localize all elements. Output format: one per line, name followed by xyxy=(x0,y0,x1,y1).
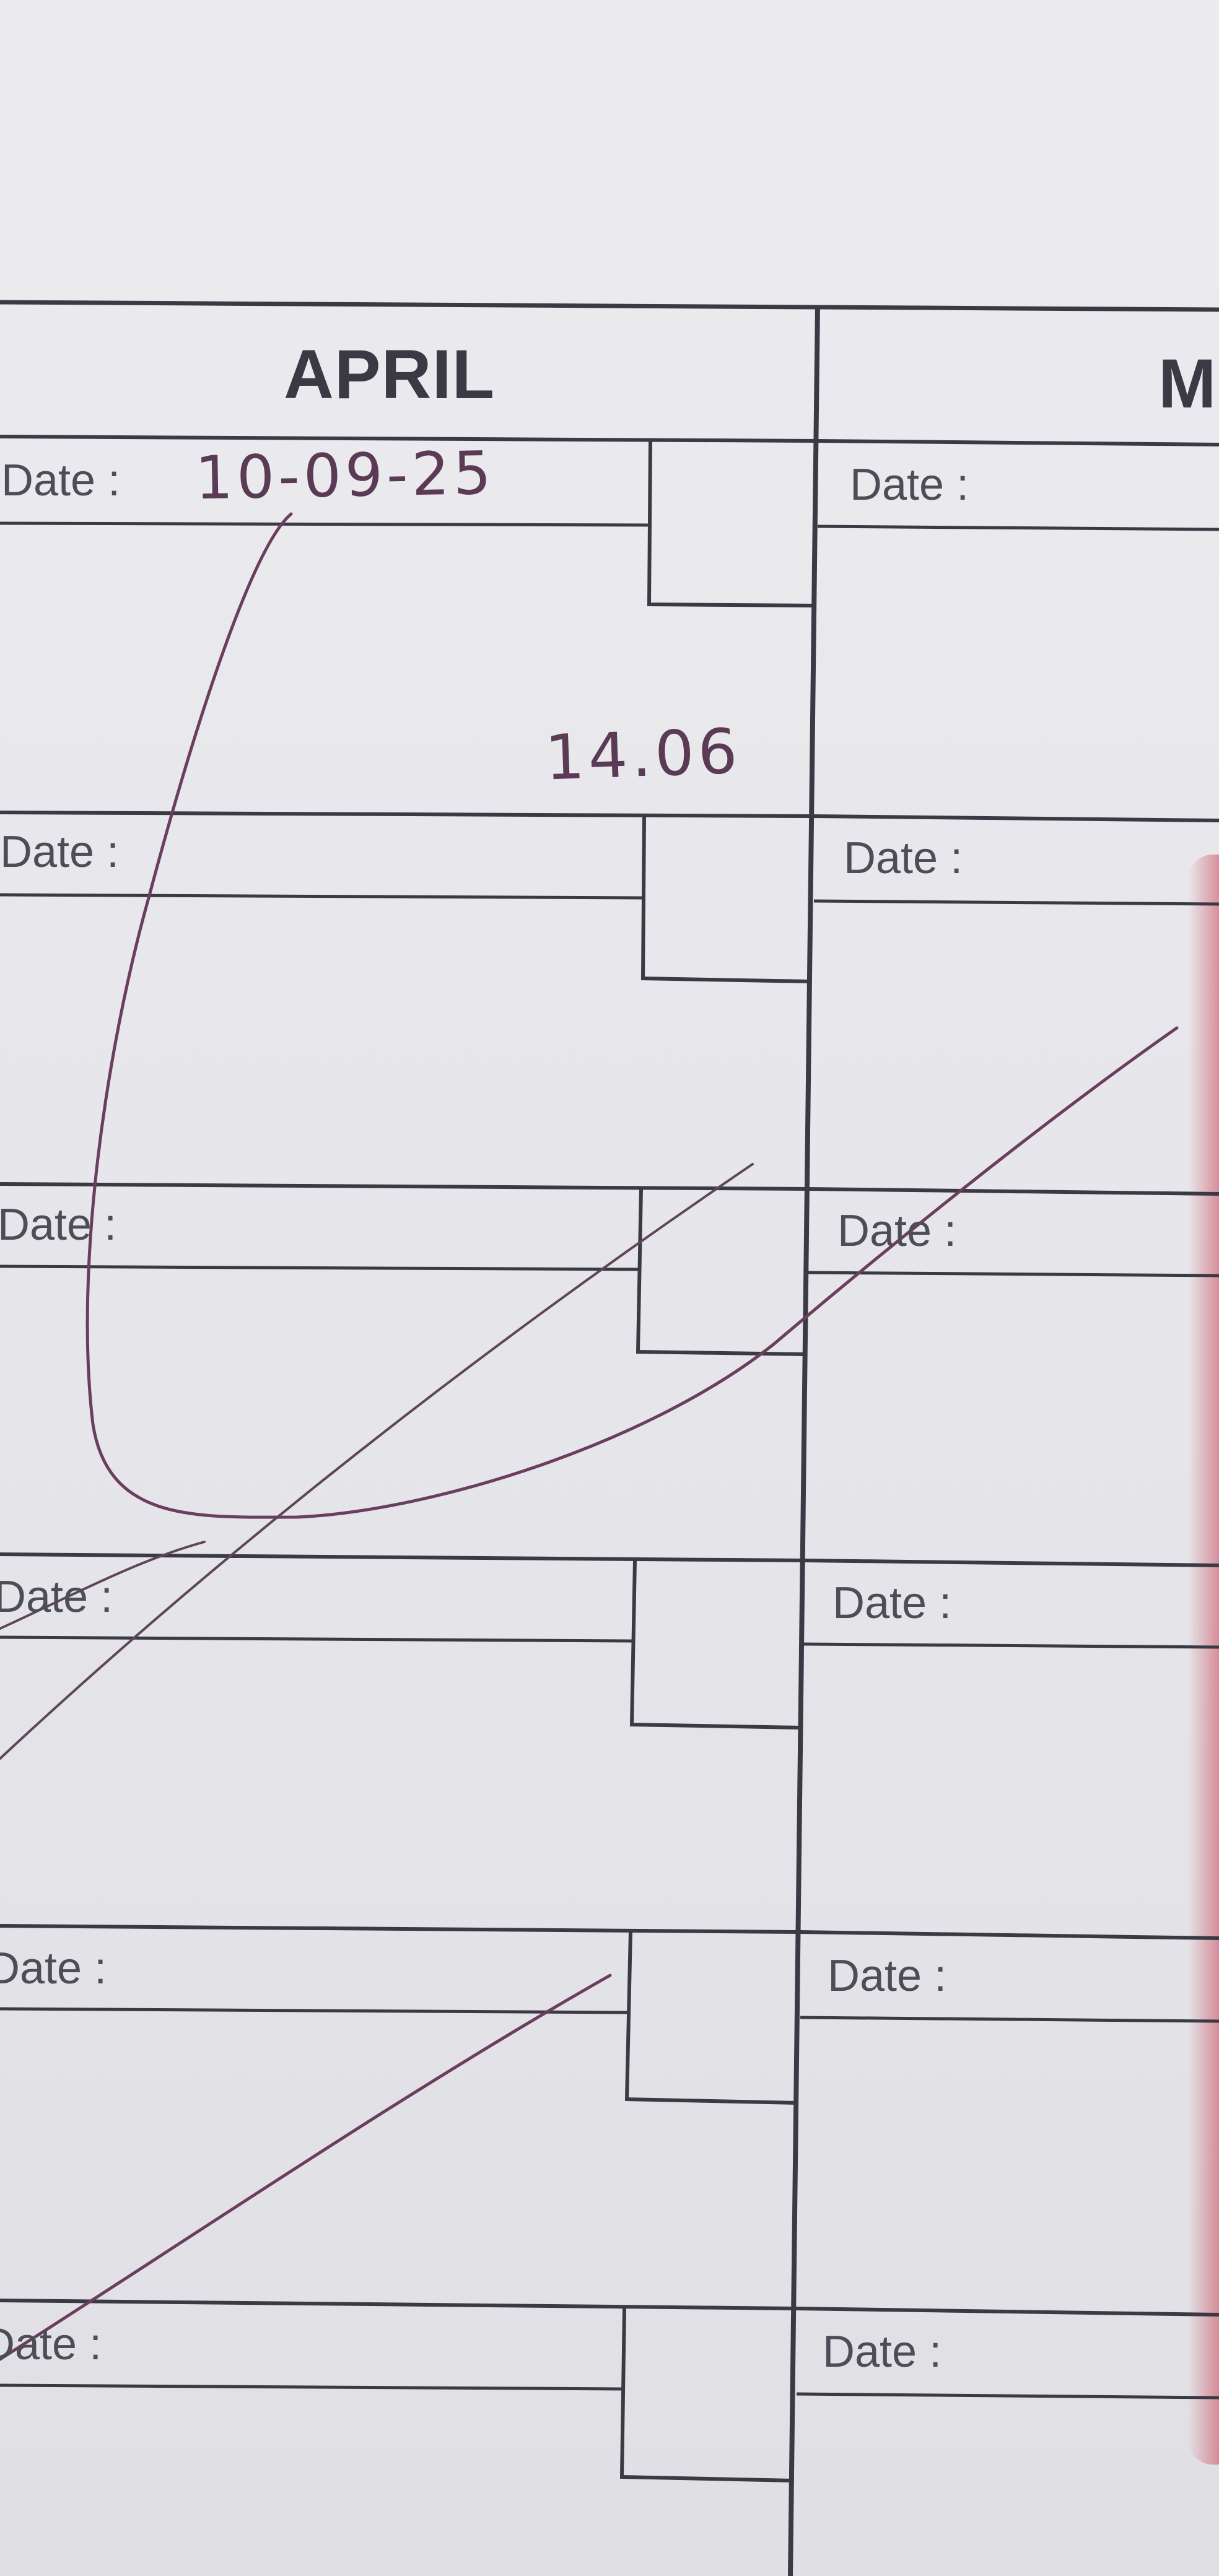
left-row-6 xyxy=(0,2299,797,2482)
pen-loop-stroke xyxy=(85,512,1179,1519)
column-divider xyxy=(788,306,820,2576)
right-date-label-1: Date : xyxy=(850,460,969,510)
left-date-label-3: Date : xyxy=(0,1200,117,1250)
left-row-2 xyxy=(0,811,812,983)
left-row-5 xyxy=(0,1924,801,2105)
right-row-5 xyxy=(800,1930,1219,2023)
month-header-april: APRIL xyxy=(284,336,495,413)
right-date-label-2: Date : xyxy=(844,833,963,883)
month-header-next-partial: M xyxy=(1158,345,1217,422)
right-row-1 xyxy=(817,524,1219,531)
right-date-label-6: Date : xyxy=(823,2327,942,2377)
header-bottom-left xyxy=(0,435,818,443)
header-bottom-right xyxy=(817,439,1219,446)
pen-diagonal-stroke-3 xyxy=(0,1973,612,2361)
left-date-label-5: Date : xyxy=(0,1944,107,1993)
left-date-label-6: Date : xyxy=(0,2320,102,2369)
handwritten-date: 10-09-25 xyxy=(194,438,496,513)
right-row-3 xyxy=(807,1187,1219,1277)
right-date-label-4: Date : xyxy=(832,1578,952,1628)
right-row-2 xyxy=(813,814,1219,906)
right-date-label-3: Date : xyxy=(837,1206,957,1256)
left-row-4 xyxy=(0,1552,805,1730)
left-date-label-2: Date : xyxy=(0,827,120,877)
header-top-border xyxy=(0,300,1219,312)
pen-diagonal-stroke-1 xyxy=(0,1163,754,1760)
left-row-1 xyxy=(0,440,816,607)
left-date-label-4: Date : xyxy=(0,1572,113,1622)
handwritten-note: 14.06 xyxy=(544,715,743,794)
pen-diagonal-stroke-2 xyxy=(0,1541,206,1630)
right-row-4 xyxy=(803,1559,1219,1649)
right-row-6 xyxy=(796,2307,1219,2400)
red-edge-background xyxy=(1188,855,1219,2465)
left-date-label-1: Date : xyxy=(1,456,121,505)
right-date-label-5: Date : xyxy=(828,1951,947,2001)
